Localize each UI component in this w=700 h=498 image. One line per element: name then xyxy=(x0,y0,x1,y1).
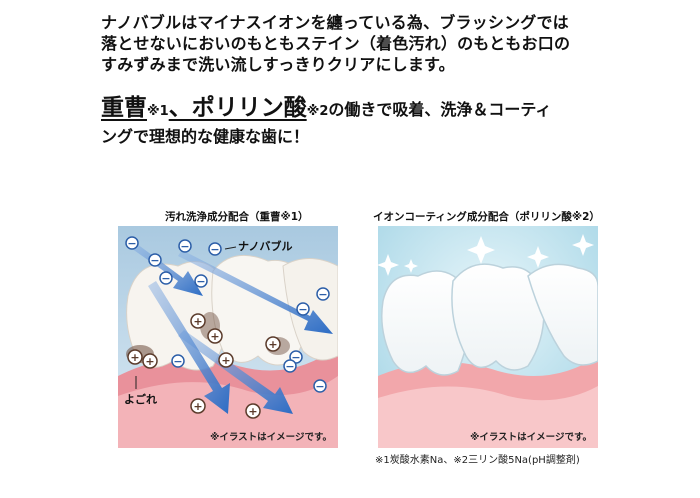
flow-arrows xyxy=(128,241,333,414)
intro-line-3: すみずみまで洗い流しすっきりクリアにします。 xyxy=(101,55,455,74)
svg-text:−: − xyxy=(173,355,182,368)
right-illustration-note: ※イラストはイメージです。 xyxy=(470,432,592,443)
headline-ingredient-1: 重曹 xyxy=(101,95,147,121)
coating-illustration: ※イラストはイメージです。 xyxy=(378,226,598,448)
svg-text:+: + xyxy=(193,400,202,413)
svg-text:+: + xyxy=(130,351,139,364)
ion-circles: −−−− −−−− −−−− ++++ ++++ xyxy=(125,236,330,419)
svg-text:−: − xyxy=(161,272,170,285)
left-panel-caption: 汚れ洗浄成分配合（重曹※1） xyxy=(165,211,309,223)
headline-note-2: ※2 xyxy=(306,104,329,119)
svg-text:−: − xyxy=(318,288,327,301)
headline-rest: の働きで吸着、洗浄＆コーティ xyxy=(328,100,552,119)
headline: 重曹※1、ポリリン酸※2の働きで吸着、洗浄＆コーティ ングで理想的な健康な歯に！ xyxy=(101,93,661,149)
headline-line-2: ングで理想的な健康な歯に！ xyxy=(101,127,310,146)
svg-text:−: − xyxy=(285,360,294,373)
nanobubble-label: ナノバブル xyxy=(238,240,293,253)
svg-text:−: − xyxy=(315,380,324,393)
svg-text:+: + xyxy=(221,354,230,367)
bubble-pointer xyxy=(224,246,237,250)
clean-tooth-shapes xyxy=(381,263,598,376)
svg-text:−: − xyxy=(180,240,189,253)
left-illustration-note: ※イラストはイメージです。 xyxy=(210,432,332,443)
svg-text:+: + xyxy=(268,338,277,351)
right-panel-caption: イオンコーティング成分配合（ポリリン酸※2） xyxy=(373,211,600,223)
dirt-label: よごれ xyxy=(124,393,157,406)
svg-text:+: + xyxy=(145,355,154,368)
svg-text:−: − xyxy=(291,351,300,364)
intro-line-2: 落とせないにおいのもともステイン（着色汚れ）のもともお口の xyxy=(101,34,571,53)
svg-text:−: − xyxy=(210,243,219,256)
svg-text:−: − xyxy=(298,303,307,316)
ingredient-footnote: ※1炭酸水素Na、※2三リン酸5Na(pH調整剤) xyxy=(375,455,580,466)
svg-text:+: + xyxy=(193,315,202,328)
sparkle-icons xyxy=(378,234,594,276)
intro-paragraph: ナノバブルはマイナスイオンを纏っている為、ブラッシングでは 落とせないにおいのも… xyxy=(101,12,641,75)
svg-text:+: + xyxy=(210,330,219,343)
svg-text:+: + xyxy=(248,405,257,418)
svg-text:−: − xyxy=(127,237,136,250)
cleaning-illustration: −−−− −−−− −−−− ++++ ++++ ナノバブル よごれ ※イラスト… xyxy=(118,226,338,448)
intro-line-1: ナノバブルはマイナスイオンを纏っている為、ブラッシングでは xyxy=(101,13,569,32)
svg-text:−: − xyxy=(150,254,159,267)
headline-ingredient-2: 、ポリリン酸 xyxy=(168,95,307,121)
headline-note-1: ※1 xyxy=(147,104,169,119)
svg-text:−: − xyxy=(196,275,205,288)
